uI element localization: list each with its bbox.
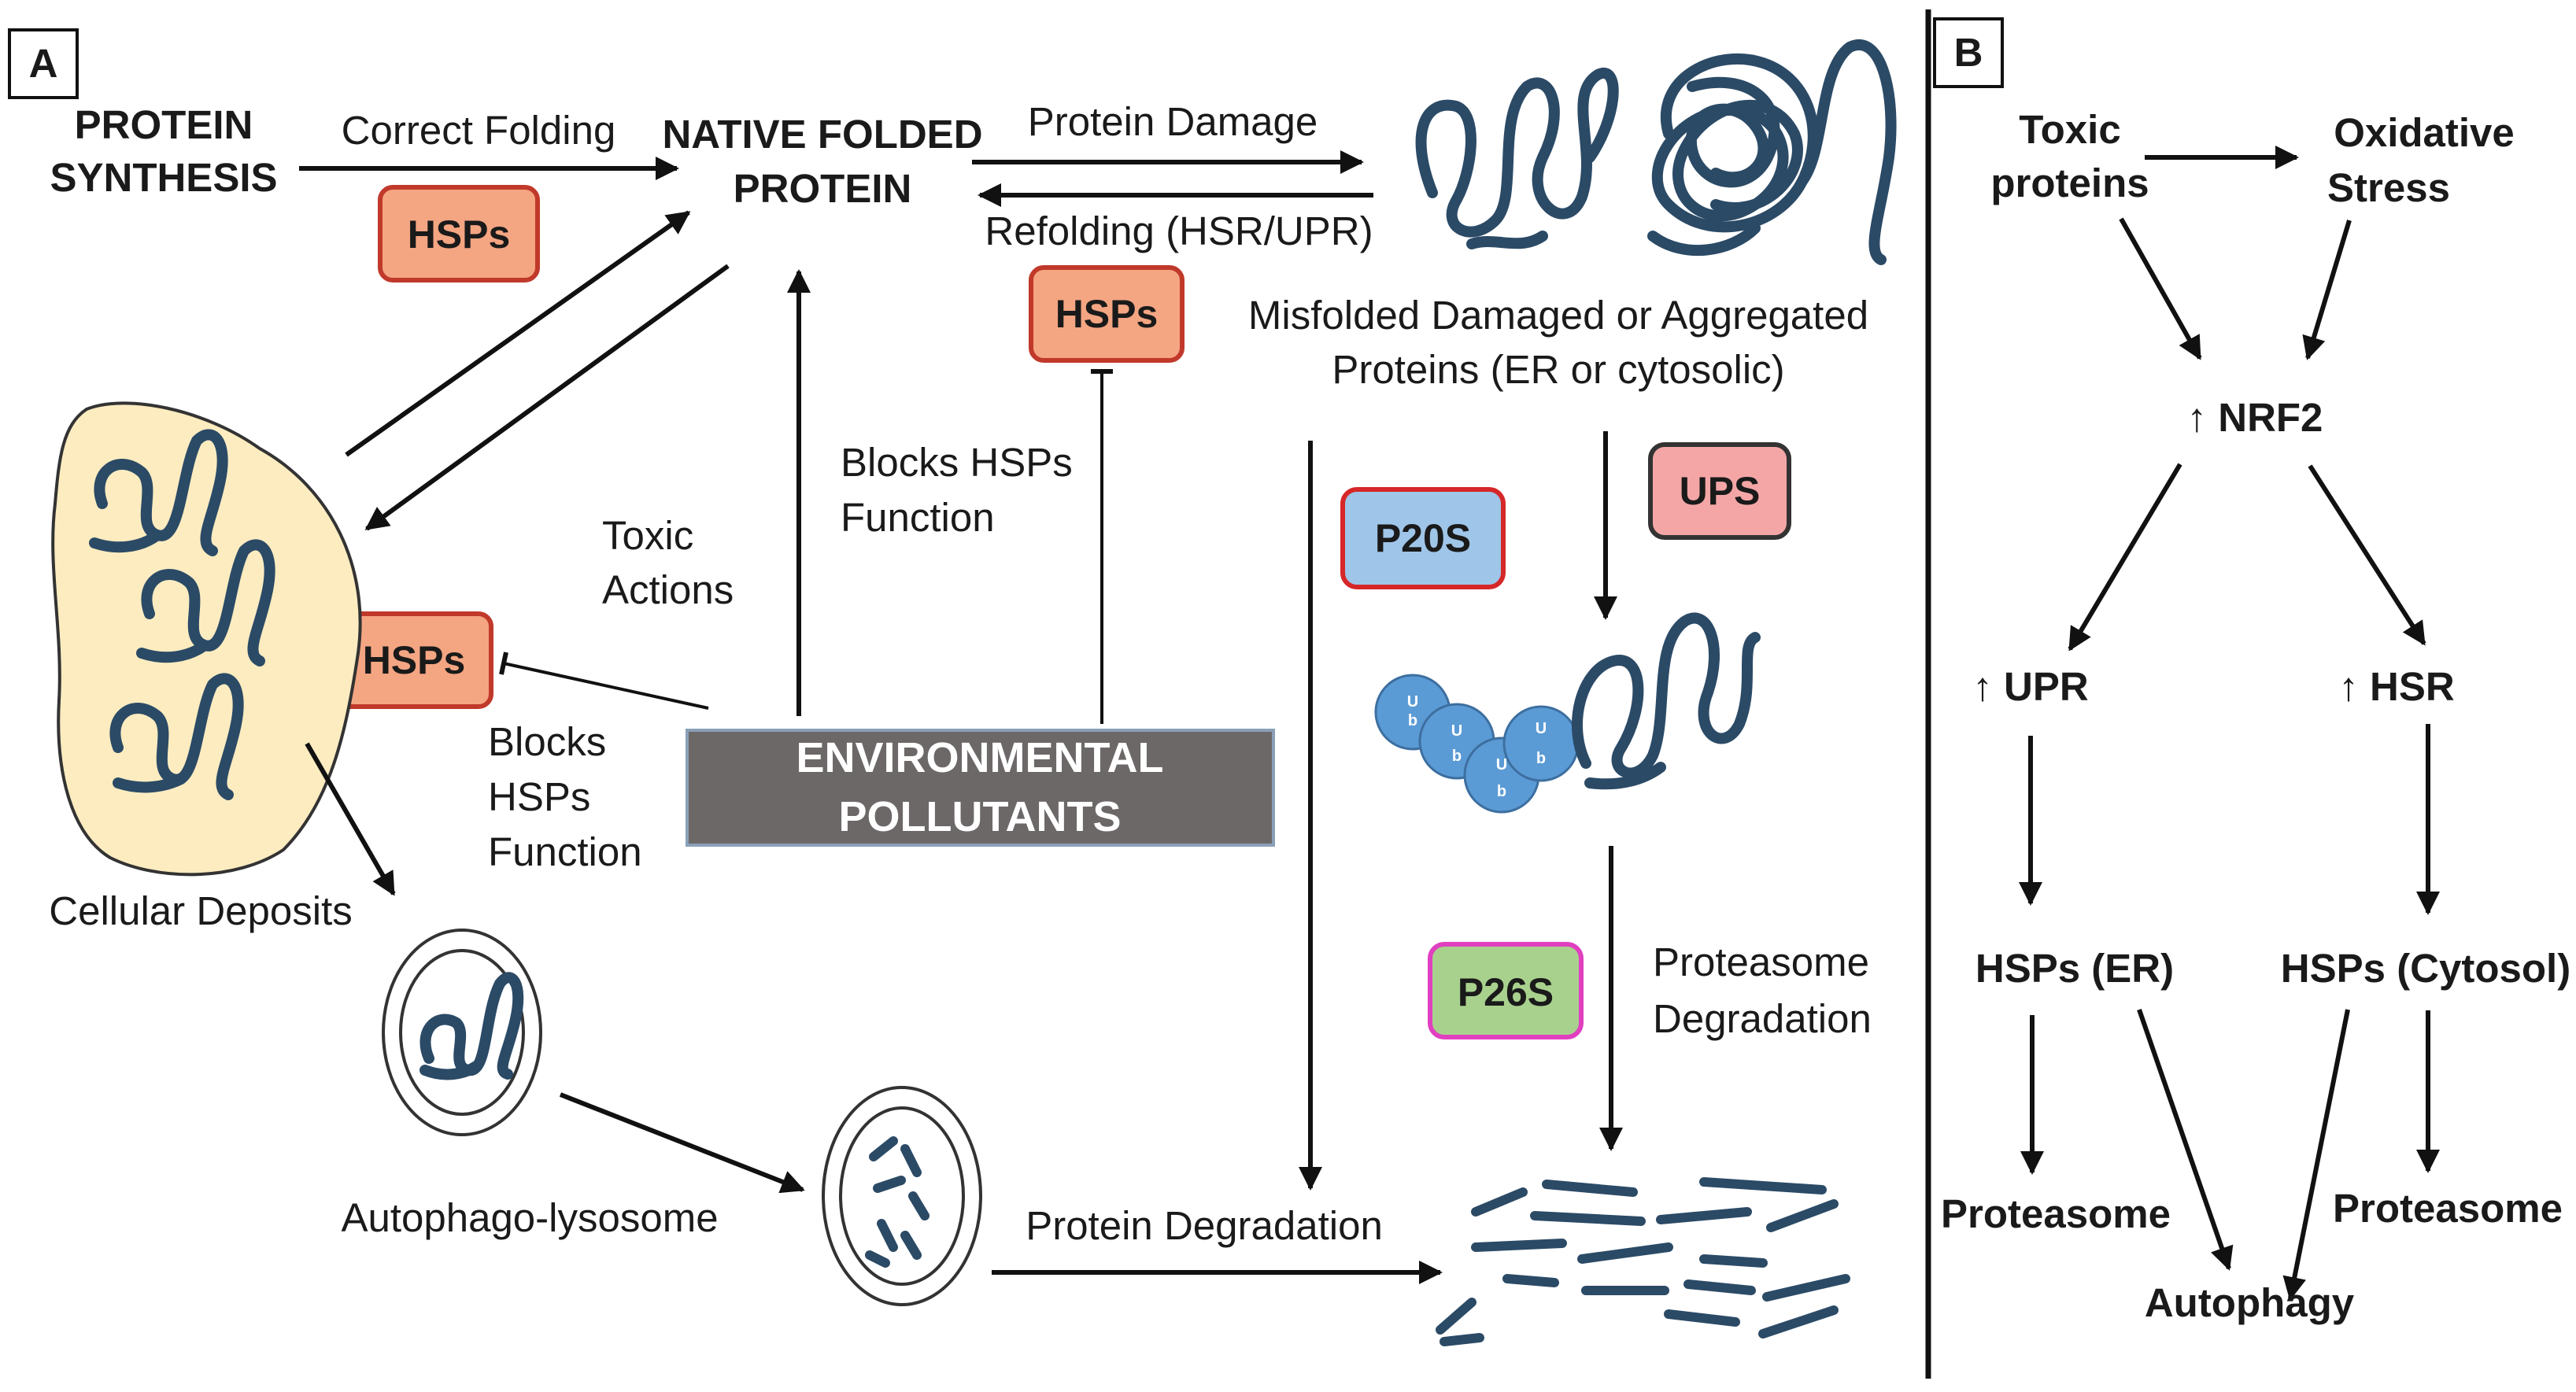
- svg-text:HSPs: HSPs: [363, 638, 466, 682]
- blocks-hsps-right-l2: Function: [841, 495, 995, 540]
- refolding-label: Refolding (HSR/UPR): [985, 209, 1373, 253]
- arrow-hsps-cytosol-autophagy: [2282, 1009, 2350, 1301]
- arrow-deposit-autophagosome: [305, 742, 396, 896]
- blocks-hsps-right-l1: Blocks HSPs: [841, 440, 1073, 485]
- panel-b-label: B: [1933, 17, 2004, 88]
- blocks-hsps-left-l3: Function: [488, 829, 642, 874]
- svg-text:b: b: [1536, 750, 1546, 767]
- degraded-fragments-icon: [1436, 1177, 1850, 1346]
- arrow-hsps-er-autophagy: [2137, 1009, 2234, 1271]
- aggregated-protein-icon: [1647, 39, 1897, 265]
- arrow-oxidative-nrf2: [2302, 220, 2352, 360]
- ubiquitinated-protein-icon: [1572, 612, 1761, 790]
- svg-text:ENVIRONMENTAL: ENVIRONMENTAL: [796, 734, 1164, 781]
- correct-folding-label: Correct Folding: [342, 108, 616, 153]
- protein-damage-label: Protein Damage: [1028, 99, 1318, 144]
- oxidative-stress-l2: Stress: [2327, 165, 2450, 210]
- protein-synthesis-l1: PROTEIN: [75, 102, 253, 147]
- hsps-er-label: HSPs (ER): [1975, 946, 2174, 991]
- arrow-native-deposit: [364, 264, 730, 531]
- hsps-box-left: HSPs: [334, 611, 493, 709]
- p20s-box: P20S: [1340, 487, 1506, 589]
- svg-text:P20S: P20S: [1375, 516, 1471, 560]
- svg-text:A: A: [29, 41, 58, 86]
- svg-text:HSPs: HSPs: [408, 212, 511, 257]
- blocks-hsps-left-l2: HSPs: [488, 774, 590, 819]
- proteasome-degradation-l1: Proteasome: [1653, 940, 1869, 984]
- inhibit-line-left: [503, 662, 709, 710]
- environmental-pollutants-box: ENVIRONMENTAL POLLUTANTS: [686, 729, 1275, 847]
- autophagosome-icon: [382, 929, 542, 1136]
- toxic-actions-l2: Actions: [602, 567, 734, 612]
- arrow-deposit-native: [345, 210, 691, 457]
- native-folded-l2: PROTEIN: [734, 166, 912, 211]
- svg-text:UPS: UPS: [1680, 469, 1761, 513]
- arrow-nrf2-upr: [2068, 463, 2182, 652]
- blocks-hsps-left-l1: Blocks: [488, 719, 606, 764]
- proteasome-left-label: Proteasome: [1941, 1191, 2171, 1236]
- arrow-autophagosome-lysosome: [559, 1092, 805, 1194]
- svg-text:HSPs: HSPs: [1055, 292, 1159, 336]
- toxic-actions-l1: Toxic: [602, 513, 693, 558]
- autophagy-label: Autophagy: [2145, 1280, 2355, 1325]
- protein-degradation-label: Protein Degradation: [1026, 1203, 1383, 1248]
- native-folded-l1: NATIVE FOLDED: [662, 112, 982, 157]
- svg-text:U: U: [1496, 756, 1507, 774]
- arrow-toxic-nrf2: [2119, 217, 2202, 360]
- svg-text:U: U: [1407, 693, 1418, 711]
- p26s-box: P26S: [1428, 942, 1584, 1039]
- ups-box: UPS: [1648, 442, 1791, 540]
- protein-synthesis-l2: SYNTHESIS: [50, 155, 277, 200]
- svg-text:b: b: [1452, 748, 1462, 765]
- misfolded-protein-icon: [1415, 68, 1619, 249]
- cellular-deposit-icon: [51, 401, 362, 877]
- nrf2-label: ↑ NRF2: [2187, 395, 2323, 440]
- hsr-label: ↑ HSR: [2338, 664, 2454, 709]
- svg-text:U: U: [1451, 722, 1462, 740]
- hsps-cytosol-label: HSPs (Cytosol): [2281, 946, 2570, 991]
- cellular-deposits-label: Cellular Deposits: [49, 888, 353, 933]
- oxidative-stress-l1: Oxidative: [2334, 110, 2515, 155]
- svg-text:b: b: [1408, 712, 1417, 729]
- proteasome-right-label: Proteasome: [2333, 1186, 2563, 1231]
- misfolded-l2: Proteins (ER or cytosolic): [1332, 347, 1784, 392]
- svg-text:b: b: [1497, 783, 1506, 800]
- arrow-nrf2-hsr: [2308, 464, 2426, 646]
- lysosome-icon: [822, 1086, 982, 1306]
- upr-label: ↑ UPR: [1972, 664, 2088, 709]
- hsps-box-top: HSPs: [378, 185, 540, 282]
- svg-text:B: B: [1954, 30, 1983, 75]
- proteasome-degradation-l2: Degradation: [1653, 996, 1872, 1041]
- ubiquitin-chain-icon: U b U b U b U b: [1374, 674, 1580, 814]
- toxic-proteins-l2: proteins: [1990, 161, 2149, 205]
- panel-a-label: A: [8, 28, 79, 99]
- svg-text:POLLUTANTS: POLLUTANTS: [839, 793, 1122, 840]
- toxic-proteins-l1: Toxic: [2019, 107, 2120, 152]
- svg-text:U: U: [1536, 720, 1547, 737]
- misfolded-l1: Misfolded Damaged or Aggregated: [1248, 293, 1868, 338]
- hsps-box-refold: HSPs: [1029, 265, 1185, 363]
- svg-text:P26S: P26S: [1458, 970, 1554, 1014]
- autophago-lysosome-label: Autophago-lysosome: [341, 1195, 718, 1240]
